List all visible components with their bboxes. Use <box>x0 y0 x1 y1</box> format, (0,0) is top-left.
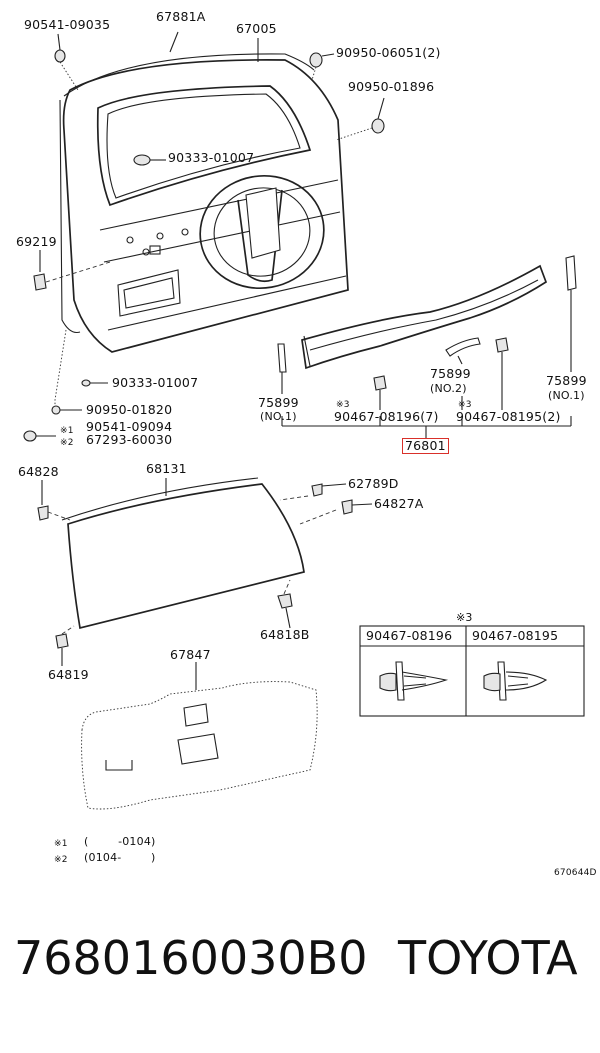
parts-illustration <box>23 31 585 810</box>
callout-67293-60030: 67293-60030 <box>86 432 173 447</box>
callout-64818b: 64818B <box>260 627 310 642</box>
callout-90467-08196: 90467-08196(7) <box>334 409 439 424</box>
callout-90467-08195: 90467-08195(2) <box>456 409 561 424</box>
detail-table-marker: ※3 <box>456 611 473 624</box>
callout-75899-right-no1: (NO.1) <box>548 389 585 402</box>
marker-2: ※2 <box>60 438 74 448</box>
callout-90950-01896: 90950-01896 <box>348 79 435 94</box>
part-footer: 7680160030B0 TOYOTA <box>0 918 600 998</box>
marker-3-left: ※3 <box>336 400 350 410</box>
callout-75899-mid: 75899 <box>430 366 471 381</box>
callout-90950-01820: 90950-01820 <box>86 402 173 417</box>
callout-90333-01007-upper: 90333-01007 <box>168 150 255 165</box>
callout-76801-highlighted[interactable]: 76801 <box>402 438 449 454</box>
detail-table-col2: 90467-08195 <box>472 628 559 643</box>
callout-67847: 67847 <box>170 647 211 662</box>
callout-90541-09035: 90541-09035 <box>24 17 111 32</box>
callout-75899-left: 75899 <box>258 395 299 410</box>
marker-1: ※1 <box>60 426 74 436</box>
parts-diagram: 90541-09035 67881A 67005 90950-06051(2) … <box>16 9 597 879</box>
callout-75899-right: 75899 <box>546 373 587 388</box>
note-2-text: (0104- ) <box>84 851 156 864</box>
callout-64828: 64828 <box>18 464 59 479</box>
brand-name: TOYOTA <box>398 931 578 985</box>
note-1-marker: ※1 <box>54 839 68 849</box>
marker-3-right: ※3 <box>458 400 472 410</box>
callout-62789d: 62789D <box>348 476 399 491</box>
callout-67005: 67005 <box>236 21 277 36</box>
callout-90333-01007-lower: 90333-01007 <box>112 375 199 390</box>
note-2-marker: ※2 <box>54 855 68 865</box>
callout-69219: 69219 <box>16 234 57 249</box>
part-number: 7680160030B0 <box>14 931 368 985</box>
callout-90950-06051: 90950-06051(2) <box>336 45 441 60</box>
detail-table-col1: 90467-08196 <box>366 628 453 643</box>
callout-67881a: 67881A <box>156 9 206 24</box>
callout-75899-mid-no2: (NO.2) <box>430 382 467 395</box>
callout-64819: 64819 <box>48 667 89 682</box>
note-1-text: ( -0104) <box>84 835 156 848</box>
callout-75899-left-no1: (NO.1) <box>260 410 297 423</box>
callout-90541-09094: 90541-09094 <box>86 419 173 434</box>
callout-64827a: 64827A <box>374 496 424 511</box>
callout-68131: 68131 <box>146 461 187 476</box>
diagram-code: 670644D <box>554 868 597 878</box>
